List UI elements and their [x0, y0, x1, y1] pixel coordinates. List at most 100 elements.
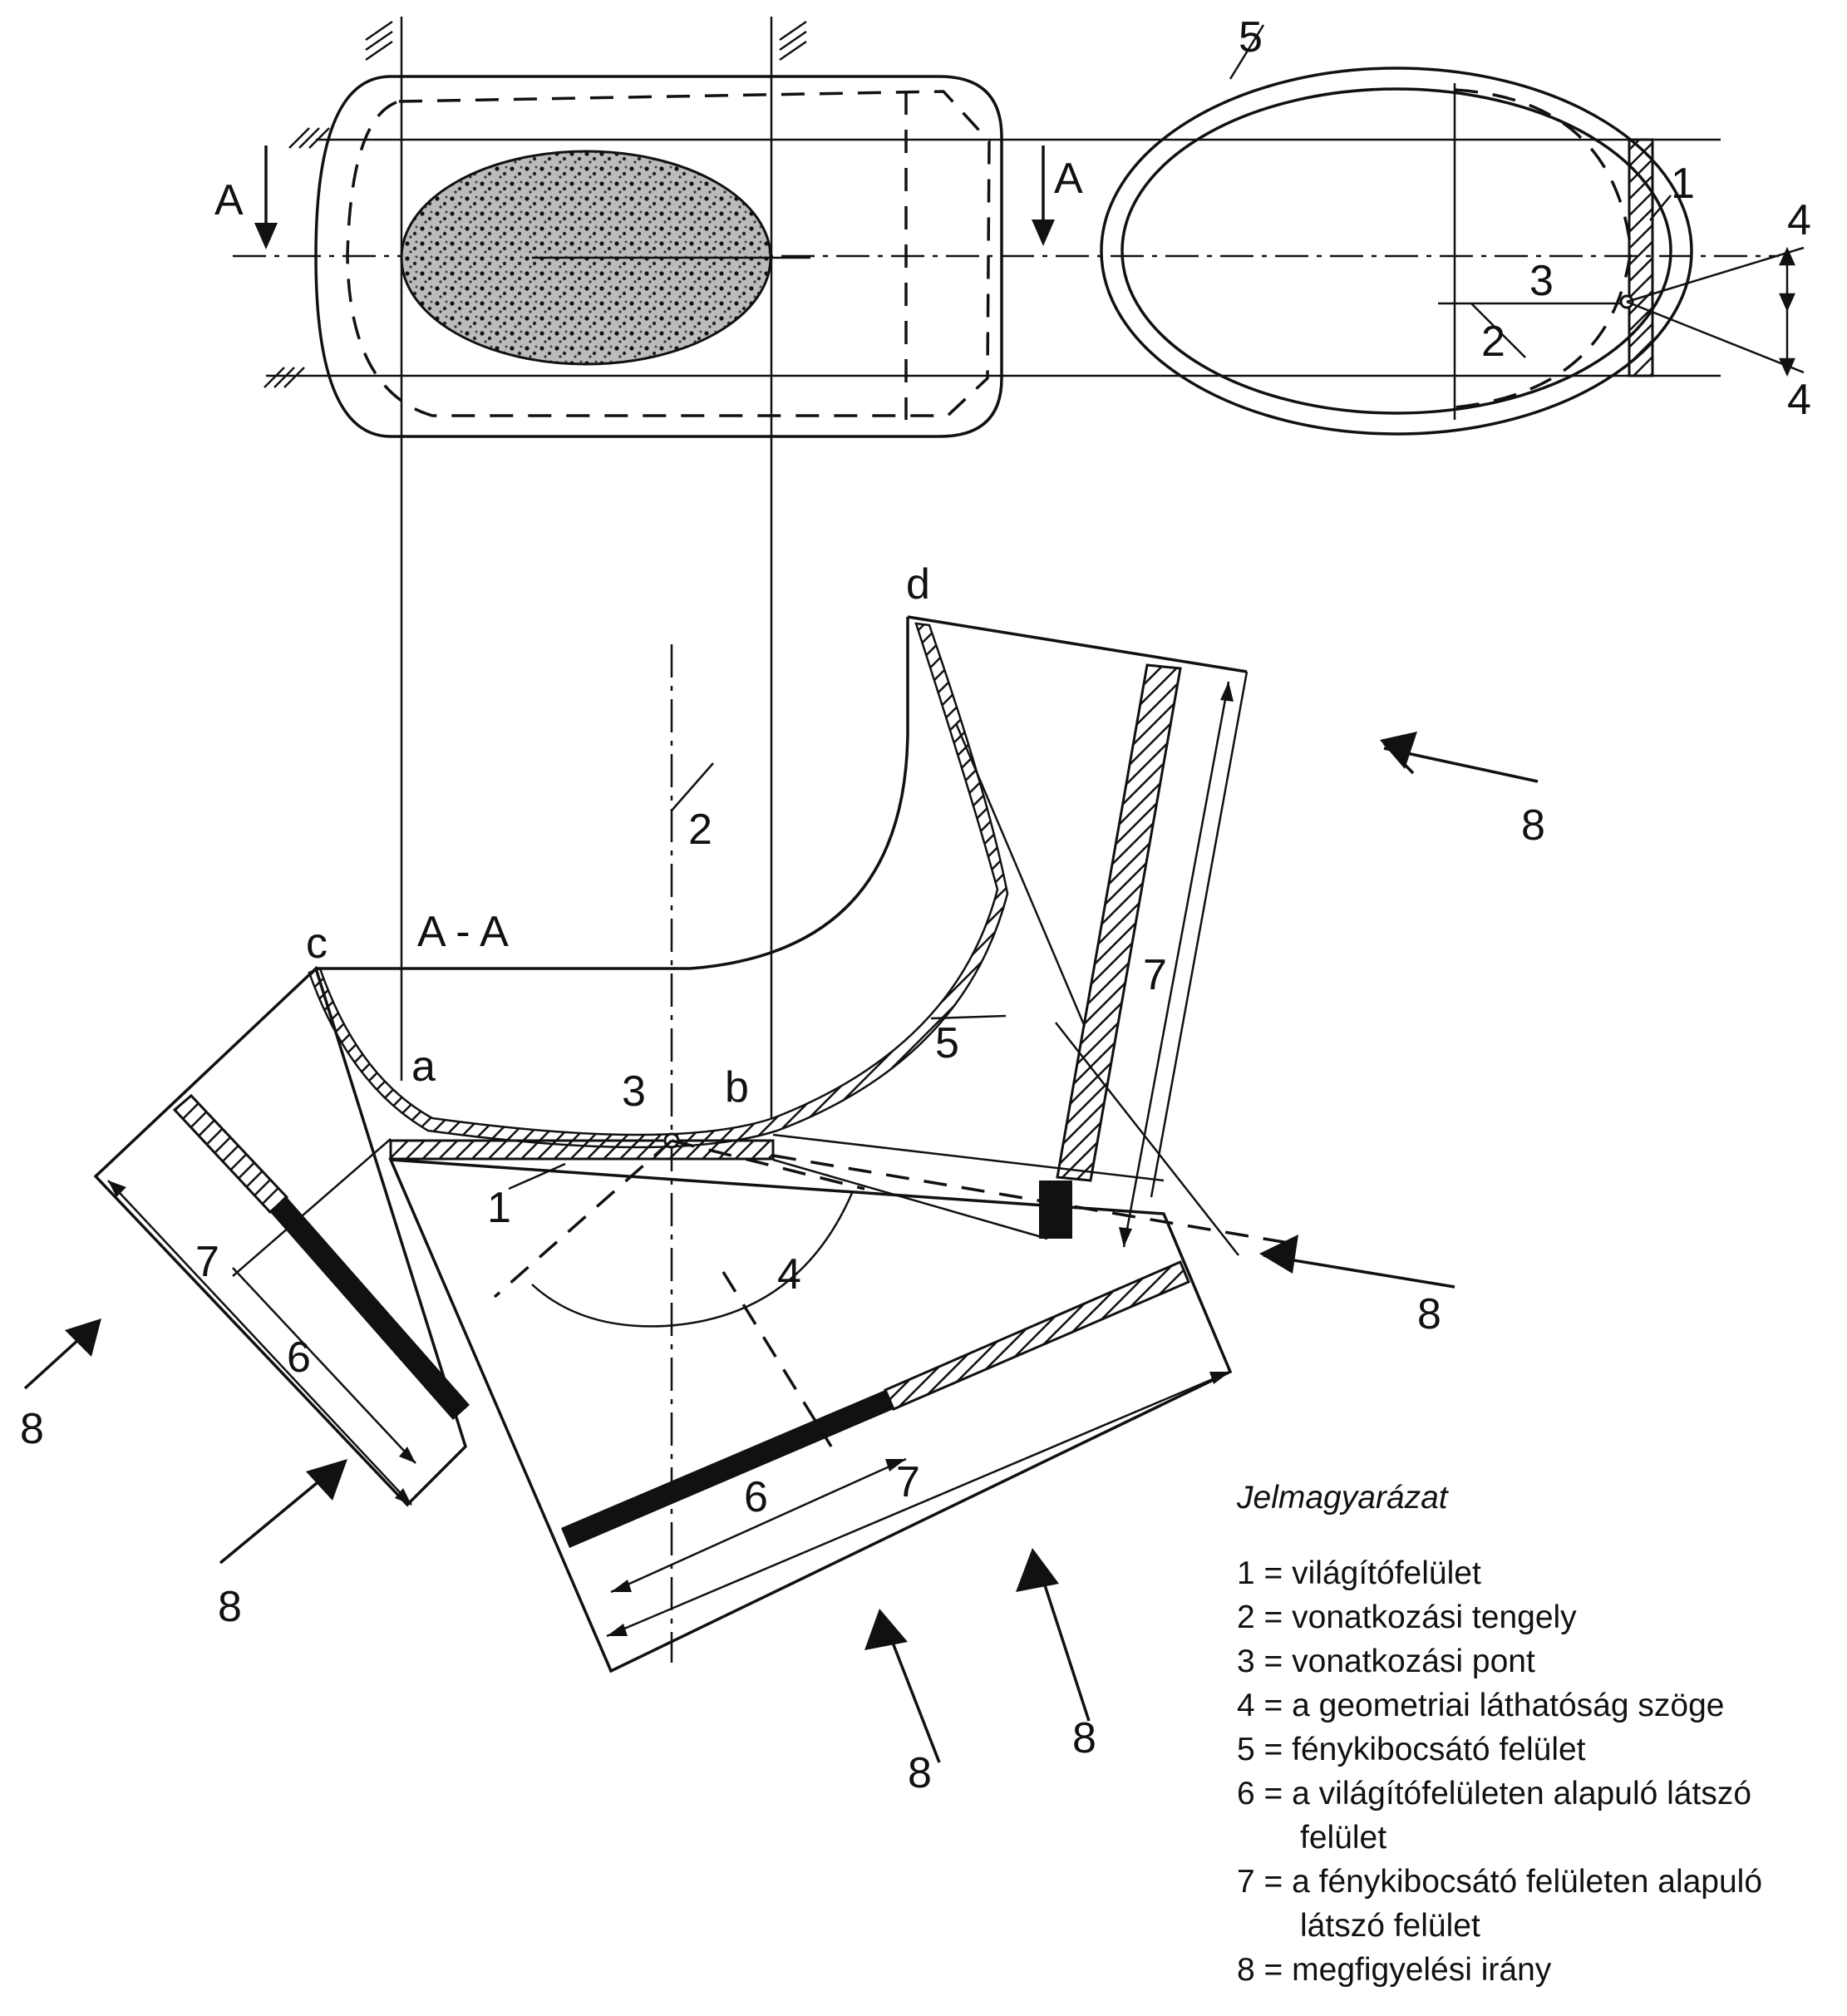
- left-dim-arrow-7a: [108, 1181, 126, 1197]
- visibility-line-right: [671, 1139, 865, 1190]
- legend-item: 4 = a geometriai láthatóság szöge: [1237, 1688, 1725, 1723]
- callout-2-section-leader: [671, 762, 714, 811]
- lower-dim-arrow-7b: [1209, 1372, 1230, 1384]
- lamp-outline-right: [1100, 67, 1693, 436]
- lamp-inner-dashed-left: [346, 90, 991, 417]
- lower-dim-line-7: [606, 1370, 1231, 1638]
- left-dim-arrow-6: [399, 1447, 416, 1463]
- left-dim-line-7: [107, 1180, 412, 1506]
- lamp-outline-left: [314, 75, 1003, 438]
- svg-text:A: A: [1054, 155, 1083, 203]
- diag-edge-2: [1055, 1022, 1239, 1256]
- callout-5-top: 5: [1239, 13, 1263, 62]
- legend-item: 6 = a világítófelületen alapuló látszó: [1237, 1776, 1752, 1811]
- callout-1-section: 1: [487, 1184, 511, 1232]
- section-view: A - A 7 6: [20, 560, 1545, 1797]
- angle-arrows: [1779, 246, 1795, 377]
- legend-item-continuation: felület: [1300, 1820, 1387, 1856]
- lamp-inner-right: [1121, 87, 1672, 415]
- point-label-c: c: [306, 919, 328, 968]
- angle-leader-upper: [1626, 246, 1805, 303]
- legend-item: 5 = fénykibocsátó felület: [1237, 1732, 1586, 1767]
- top-view: A A 5 1 3 2 4 4: [214, 13, 1811, 1118]
- callout-3-top: 3: [1529, 257, 1554, 305]
- svg-text:8: 8: [908, 1749, 932, 1797]
- legend-item: 2 = vonatkozási tengely: [1237, 1599, 1577, 1635]
- section-marker-right: A: [1032, 145, 1083, 246]
- left-solid-band: [270, 1197, 470, 1420]
- callout-7-right: 7: [1143, 951, 1167, 999]
- right-dim-line-7: [1122, 681, 1230, 1248]
- callout-2-section: 2: [688, 806, 712, 854]
- callout-6-left: 6: [287, 1333, 311, 1382]
- lower-dim-arrow-7a: [607, 1624, 628, 1636]
- callout-4-top-upper: 4: [1787, 196, 1811, 244]
- surface-line-right-lower: [772, 1158, 1048, 1240]
- observation-arrow-upper-right: 8: [1380, 732, 1545, 850]
- legend-item-continuation: látszó felület: [1300, 1908, 1480, 1944]
- lower-dim-arrow-6a: [611, 1580, 632, 1592]
- callout-4-angle: 4: [777, 1250, 801, 1299]
- left-block-inner: [232, 1138, 392, 1277]
- break-mark-lower: [264, 367, 305, 388]
- housing-outline: [316, 617, 909, 970]
- lower-solid-band: [561, 1390, 894, 1548]
- right-dim-arrow-b: [1119, 1227, 1132, 1247]
- legend-item: 8 = megfigyelési irány: [1237, 1952, 1552, 1988]
- projected-block-right: [1039, 1181, 1072, 1239]
- legend-item: 7 = a fénykibocsátó felületen alapuló: [1237, 1864, 1763, 1900]
- callout-6-bottom: 6: [744, 1473, 768, 1521]
- callout-7-bottom: 7: [896, 1458, 920, 1506]
- illuminating-surface: [389, 1139, 775, 1161]
- visibility-line-lower: [722, 1271, 833, 1447]
- section-marker-left: A: [214, 145, 278, 249]
- left-projection-block: [93, 965, 467, 1507]
- callout-4-top-lower: 4: [1787, 376, 1811, 424]
- lower-hatched-band: [884, 1260, 1190, 1411]
- legend-item: 1 = világítófelület: [1237, 1555, 1481, 1591]
- observation-arrow-bottom-right: 8: [1016, 1548, 1096, 1762]
- observation-arrow-right: 8: [1259, 1235, 1455, 1338]
- surface-line-right: [772, 1133, 1165, 1182]
- diag-edge-1: [954, 722, 1086, 1028]
- left-hatched-band: [172, 1093, 289, 1215]
- callout-7-left: 7: [195, 1238, 219, 1286]
- callout-2-leader: [1470, 303, 1526, 358]
- break-mark-upper: [288, 127, 330, 149]
- callout-1-top: 1: [1671, 160, 1695, 208]
- housing-top-edge: [907, 615, 1248, 673]
- callout-5-section-leader: [930, 1014, 1007, 1020]
- observation-arrow-lower-left: 8: [218, 1459, 347, 1631]
- lens-strip-right: [1628, 138, 1654, 377]
- break-mark-right: [779, 20, 807, 62]
- visibility-arc: [531, 1192, 854, 1328]
- point-label-b: b: [725, 1063, 749, 1112]
- left-dim-line-6: [232, 1267, 416, 1464]
- section-title: A - A: [417, 908, 509, 956]
- visibility-line-left: [493, 1139, 673, 1299]
- observation-arrow-left: 8: [20, 1319, 101, 1453]
- legend-item: 3 = vonatkozási pont: [1237, 1644, 1535, 1679]
- callout-5-section: 5: [935, 1019, 959, 1067]
- lamp-inner-dashed-right: [1454, 88, 1633, 409]
- callout-5-leader: [1229, 24, 1265, 80]
- diag-edge-3: [1150, 671, 1249, 1198]
- lower-dim-line-6: [610, 1457, 907, 1594]
- svg-text:8: 8: [1417, 1290, 1441, 1338]
- callout-1-section-leader: [508, 1162, 566, 1190]
- svg-text:8: 8: [218, 1583, 242, 1631]
- break-mark-left: [365, 20, 393, 62]
- svg-text:8: 8: [20, 1405, 44, 1453]
- legend-title: Jelmagyarázat: [1237, 1480, 1448, 1516]
- right-dim-arrow-a: [1220, 682, 1234, 702]
- diagonal-band-upper-right: [1056, 663, 1182, 1182]
- point-label-d: d: [906, 560, 930, 609]
- svg-text:A: A: [214, 176, 244, 224]
- callout-3-section: 3: [622, 1067, 646, 1116]
- sight-line-right: [772, 1154, 1289, 1245]
- callout-1-leader: [1649, 195, 1672, 221]
- observation-arrow-bottom: 8: [864, 1609, 941, 1797]
- svg-text:8: 8: [1072, 1714, 1096, 1762]
- left-dim-arrow-7b: [395, 1488, 411, 1505]
